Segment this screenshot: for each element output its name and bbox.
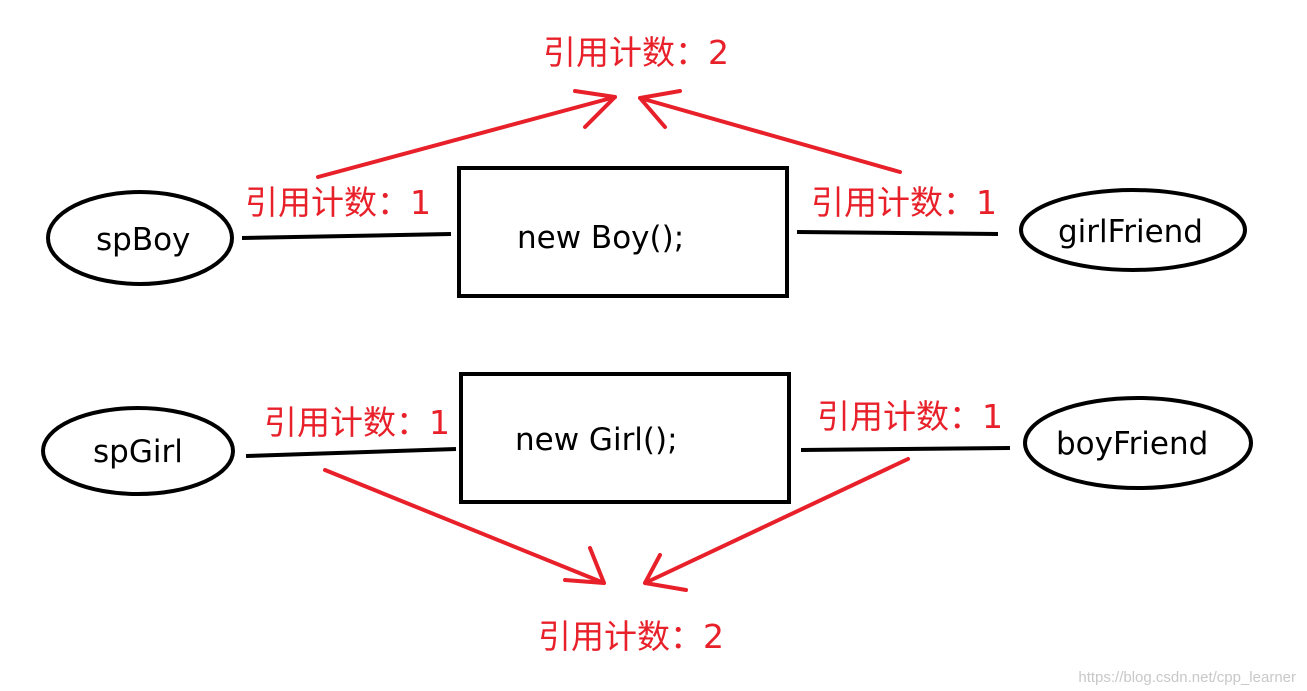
spgirl-node (41, 406, 235, 496)
arrow-spgirl-to-total (323, 468, 606, 585)
edge-girl-boyfriend (800, 446, 1011, 452)
arrow-girlfriend-to-total (638, 96, 902, 174)
girl-right-count-label: 引用计数：1 (817, 397, 1003, 436)
girlfriend-node (1019, 188, 1247, 272)
boyfriend-label: boyFriend (1056, 426, 1208, 462)
arrow-girlfriend-to-total-head (638, 89, 682, 129)
spgirl-label: spGirl (93, 434, 183, 470)
boy-total-count-label: 引用计数：2 (543, 33, 729, 72)
edge-spgirl-girl (245, 447, 457, 458)
girl-total-count-label: 引用计数：2 (538, 617, 724, 656)
arrow-spgirl-to-total-head (563, 546, 606, 585)
girl-object-label: new Girl(); (515, 422, 678, 458)
girlfriend-label: girlFriend (1058, 214, 1203, 250)
boy-left-count-label: 引用计数：1 (245, 183, 431, 222)
girl-object-box (459, 372, 791, 504)
boy-object-label: new Boy(); (517, 220, 684, 256)
girl-left-count-label: 引用计数：1 (264, 403, 450, 442)
arrow-boyfriend-to-total-head (643, 553, 688, 592)
boy-object-box (457, 166, 789, 298)
arrow-spboy-to-total (316, 95, 617, 179)
edge-spboy-boy (241, 232, 452, 240)
arrow-spboy-to-total-head (573, 89, 617, 129)
edge-boy-girlfriend (796, 230, 999, 236)
spboy-node (46, 190, 234, 286)
boyfriend-node (1023, 396, 1253, 490)
boy-right-count-label: 引用计数：1 (811, 183, 997, 222)
arrow-boyfriend-to-total (643, 457, 910, 585)
spboy-label: spBoy (96, 222, 190, 258)
watermark: https://blog.csdn.net/cpp_learner (1078, 669, 1296, 686)
